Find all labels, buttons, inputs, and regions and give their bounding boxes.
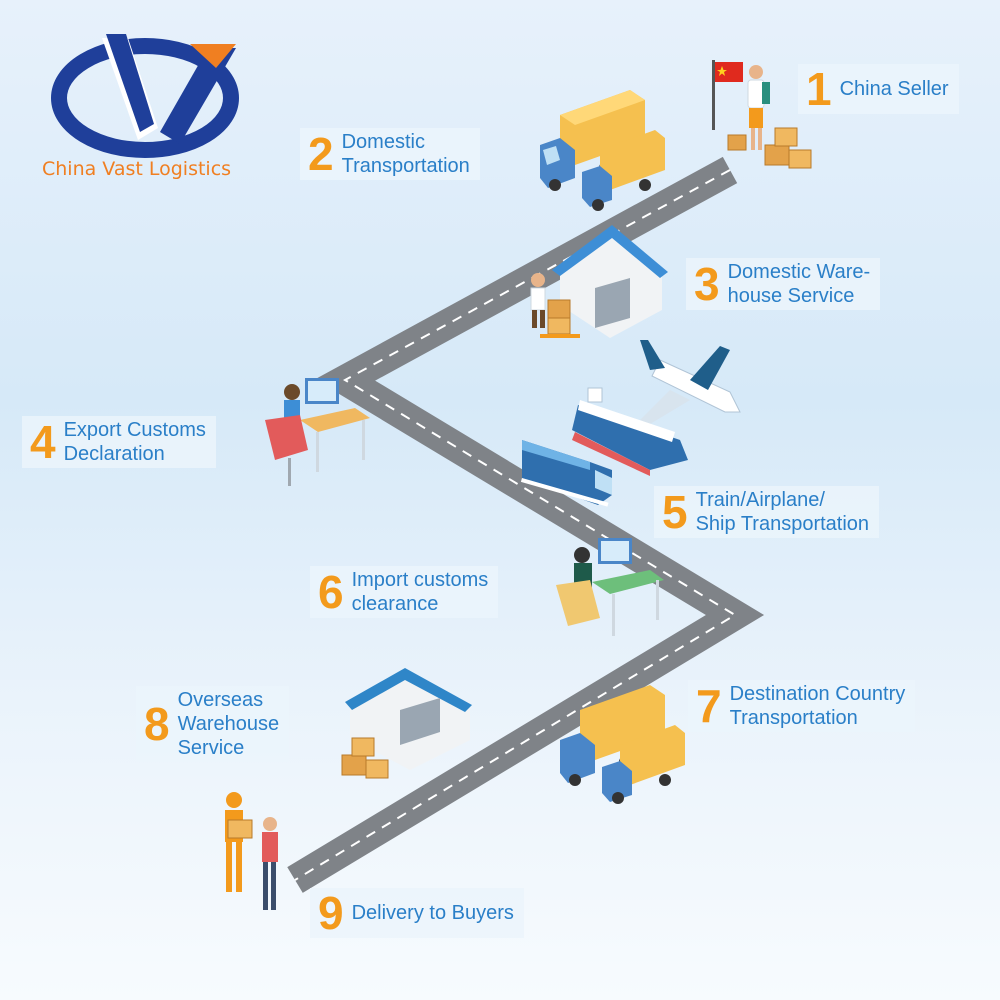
delivery-person-icon [225, 792, 278, 910]
warehouse-icon [552, 225, 668, 338]
step-5-label: 5 Train/Airplane/Ship Transportation [654, 486, 880, 538]
step-text: Domestic Ware-house Service [727, 261, 871, 307]
step-number: 7 [696, 680, 722, 732]
step-number: 6 [318, 566, 344, 618]
customs-desk-icon [265, 378, 370, 486]
step-text: Delivery to Buyers [351, 902, 514, 924]
overseas-warehouse-icon [341, 668, 472, 779]
truck-icon [540, 90, 665, 211]
step-number: 9 [318, 887, 344, 939]
step-number: 3 [694, 258, 720, 310]
ship-icon [572, 387, 688, 476]
step-number: 1 [806, 63, 832, 115]
truck-icon [560, 685, 685, 804]
worker-icon [530, 273, 580, 338]
step-text: Train/Airplane/Ship Transportation [695, 489, 870, 535]
airplane-icon [640, 340, 741, 424]
import-customs-desk-icon [556, 538, 664, 636]
china-flag-icon [712, 60, 743, 130]
step-9-label: 9 Delivery to Buyers [310, 888, 524, 938]
step-3-label: 3 Domestic Ware-house Service [686, 258, 881, 310]
brand-name: China Vast Logistics [42, 158, 232, 180]
step-number: 8 [144, 698, 170, 750]
step-number: 5 [662, 486, 688, 538]
step-number: 2 [308, 128, 334, 180]
step-number: 4 [30, 416, 56, 468]
step-text: China Seller [839, 78, 949, 100]
logo-icon [51, 34, 239, 158]
boxes-icon [727, 127, 812, 169]
step-1-label: 1 China Seller [798, 64, 959, 114]
seller-person-icon [747, 65, 770, 150]
train-icon [520, 440, 612, 507]
